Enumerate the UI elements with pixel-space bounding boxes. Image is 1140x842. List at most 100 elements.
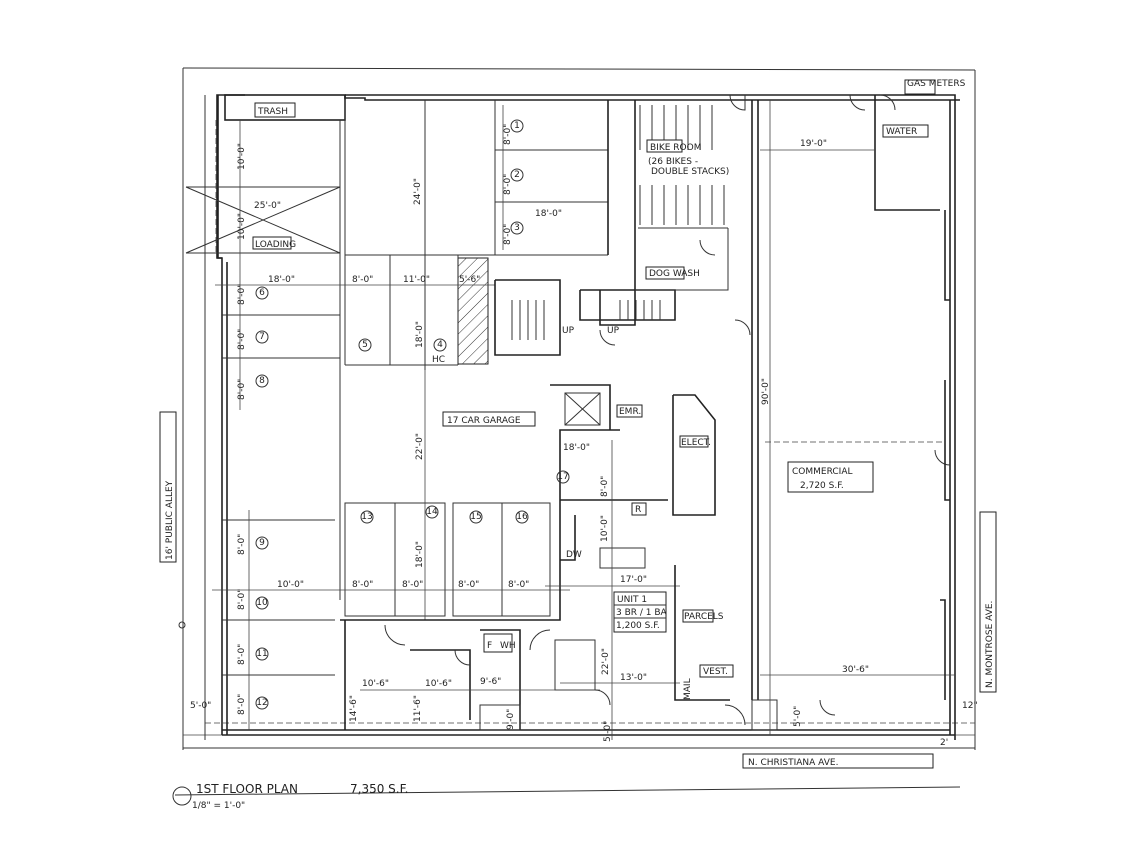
svg-text:6: 6 [259,288,265,298]
svg-text:3: 3 [514,223,520,233]
exterior-walls [216,94,960,740]
svg-text:24'-0": 24'-0" [413,178,423,205]
dog-wash-label: DOG WASH [649,269,700,279]
svg-text:2': 2' [940,738,948,748]
svg-text:8'-0": 8'-0" [458,580,479,590]
svg-text:8'-0": 8'-0" [503,124,513,145]
svg-text:10'-0": 10'-0" [277,580,304,590]
fridge-label: R [635,505,641,515]
svg-text:18'-0": 18'-0" [563,443,590,453]
plan-area: 7,350 S.F. [350,782,408,796]
unit-name: UNIT 1 [617,595,647,605]
parking-space-9: 9 [255,536,269,550]
svg-text:9'-6": 9'-6" [480,677,501,687]
svg-text:2: 2 [514,170,520,180]
parking-space-16: 16 [515,510,529,524]
svg-text:13: 13 [361,512,372,522]
svg-text:19'-0": 19'-0" [800,139,827,149]
loading-area [185,120,341,255]
property-lines [182,67,976,750]
svg-text:5'-0": 5'-0" [793,706,803,727]
svg-text:18'-0": 18'-0" [268,275,295,285]
svg-text:10'-6": 10'-6" [362,679,389,689]
south-street-label: N. CHRISTIANA AVE. [748,758,838,768]
gas-meters-label: GAS METERS [907,79,966,89]
unit-type: 3 BR / 1 BA [616,608,668,618]
svg-text:15: 15 [470,512,481,522]
trash-label: TRASH [257,107,288,117]
unit-area: 1,200 S.F. [616,621,660,631]
svg-text:5: 5 [362,340,368,350]
svg-text:7: 7 [259,332,265,342]
dw-label: DW [566,550,582,560]
svg-text:8'-0": 8'-0" [237,589,247,610]
svg-text:11'-0": 11'-0" [403,275,430,285]
parking-space-13: 13 [360,510,374,524]
svg-text:8'-0": 8'-0" [503,174,513,195]
svg-text:30'-6": 30'-6" [842,665,869,675]
parking-space-15: 15 [469,510,483,524]
parking-space-3: 3 [510,221,524,235]
svg-text:10'-0": 10'-0" [600,515,610,542]
bike-note-2: DOUBLE STACKS) [651,167,729,177]
core-layout [494,94,751,356]
svg-text:14'-6": 14'-6" [349,695,359,722]
parking-space-7: 7 [255,330,269,344]
parking-space-11: 11 [255,647,269,661]
hc-label: HC [432,355,445,365]
svg-text:8'-0": 8'-0" [352,275,373,285]
east-street-label: N. MONTROSE AVE. [985,601,995,688]
room-labels: TRASH LOADING BIKE ROOM (26 BIKES - DOUB… [255,79,966,700]
svg-text:8'-0": 8'-0" [237,284,247,305]
commercial-label: COMMERCIAL [792,467,853,477]
svg-text:5'-6": 5'-6" [459,275,480,285]
mail-label: MAIL [683,678,693,700]
svg-text:8'-0": 8'-0" [237,379,247,400]
vest-label: VEST. [703,667,728,677]
svg-text:25'-0": 25'-0" [254,201,281,211]
svg-text:18'-0": 18'-0" [415,321,425,348]
svg-text:8'-0": 8'-0" [600,476,610,497]
parking-space-14: 14 [425,505,439,519]
west-alley-label: 16' PUBLIC ALLEY [165,480,175,560]
unit-layout [344,384,746,740]
svg-text:8'-0": 8'-0" [237,534,247,555]
svg-text:9: 9 [259,538,265,548]
svg-text:8'-0": 8'-0" [352,580,373,590]
svg-text:11'-6": 11'-6" [413,695,423,722]
svg-text:10: 10 [256,598,268,608]
svg-text:10'-0": 10'-0" [237,143,247,170]
wh-label: WH [500,641,516,651]
street-labels: 16' PUBLIC ALLEY N. MONTROSE AVE. N. CHR… [159,411,997,769]
emr-label: EMR. [619,407,641,417]
svg-text:5'-0": 5'-0" [603,721,613,742]
commercial-area: 2,720 S.F. [800,481,844,491]
svg-text:22'-0": 22'-0" [415,433,425,460]
parking-space-6: 6 [255,286,269,300]
furnace-label: F [487,641,492,651]
elec-label: ELECT. [681,438,711,448]
svg-text:4: 4 [437,340,443,350]
plan-title: 1ST FLOOR PLAN [196,782,298,796]
svg-text:12": 12" [962,701,978,711]
svg-text:17'-0": 17'-0" [620,575,647,585]
svg-text:13'-0": 13'-0" [620,673,647,683]
water-label: WATER [886,127,917,137]
loading-label: LOADING [255,240,296,250]
parking-space-2: 2 [510,168,524,182]
title-block: 1ST FLOOR PLAN 7,350 S.F. 1/8" = 1'-0" [172,782,961,811]
svg-text:17: 17 [557,472,568,482]
svg-text:8'-0": 8'-0" [237,644,247,665]
plan-scale: 1/8" = 1'-0" [192,801,245,811]
bike-room-label: BIKE ROOM [650,143,701,153]
svg-text:1: 1 [514,121,520,131]
commercial-layout [751,79,955,735]
parking-layout [212,100,620,730]
parking-space-17: 17 [556,470,570,484]
svg-text:16: 16 [516,512,528,522]
svg-text:8: 8 [259,376,265,386]
parking-numbers: 1 2 3 4 5 6 7 8 9 10 11 12 13 14 15 16 1… [255,119,570,710]
up-label-1: UP [562,326,575,336]
svg-text:18'-0": 18'-0" [535,209,562,219]
